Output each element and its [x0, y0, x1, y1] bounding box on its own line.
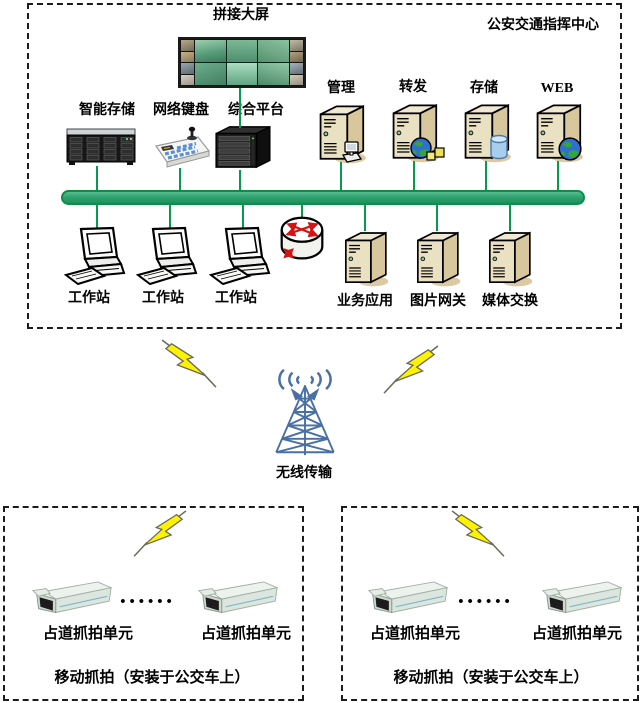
package-icon: [425, 146, 447, 162]
mobile-capture-caption: 移动抓拍（安装于公交车上）: [54, 670, 250, 686]
connector-line: [413, 161, 415, 191]
connector-line: [340, 162, 342, 191]
server-web-label: WEB: [540, 81, 574, 96]
router-icon: [278, 214, 326, 264]
server-management: [314, 101, 368, 165]
capture-unit-label: 占道抓拍单元: [42, 626, 134, 642]
capture-unit-label: 占道抓拍单元: [531, 626, 623, 642]
server-business-app: [340, 228, 390, 288]
lightning-icon: [131, 510, 189, 560]
connector-line: [179, 168, 181, 191]
database-icon: [489, 134, 509, 160]
connector-line: [239, 170, 241, 191]
storage-device-label: 智能存储: [79, 103, 135, 118]
workstation-3: [209, 226, 283, 292]
connector-line: [485, 161, 487, 191]
server-web: [531, 100, 585, 164]
server-storage: [459, 100, 513, 164]
connector-line: [96, 204, 98, 232]
workstation-3-label: 工作站: [215, 291, 257, 306]
capture-camera: [536, 581, 626, 623]
connector-line: [169, 204, 171, 232]
workstation-1-label: 工作站: [68, 291, 110, 306]
workstation-1: [64, 226, 138, 292]
connector-line: [242, 204, 244, 232]
workstation-2-label: 工作站: [142, 291, 184, 306]
network-keyboard-device: [150, 126, 212, 170]
network-bus: [61, 190, 585, 205]
server-picture-gateway-label: 图片网关: [410, 294, 466, 309]
connector-line: [239, 88, 241, 128]
video-wall: [178, 37, 306, 88]
lightning-icon: [449, 510, 507, 560]
lightning-icon: [158, 339, 220, 391]
capture-camera: [26, 581, 116, 623]
lightning-icon: [380, 345, 442, 397]
wireless-label: 无线传输: [276, 466, 332, 481]
pc-icon: [340, 139, 366, 165]
connector-line: [557, 161, 559, 191]
workstation-2: [136, 226, 210, 292]
mobile-capture-box-1: [3, 506, 304, 701]
platform-label: 综合平台: [228, 103, 284, 118]
server-forward: [387, 100, 441, 164]
video-wall-thumbnails-right: [290, 40, 303, 85]
command-center-title: 公安交通指挥中心: [487, 18, 599, 33]
capture-unit-label: 占道抓拍单元: [200, 626, 292, 642]
video-wall-screens: [195, 40, 289, 85]
server-media-exchange: [484, 228, 534, 288]
mobile-capture-caption: 移动抓拍（安装于公交车上）: [393, 670, 589, 686]
capture-camera: [362, 581, 452, 623]
connector-line: [364, 204, 366, 231]
server-storage-label: 存储: [470, 81, 498, 96]
platform-device: [212, 124, 272, 170]
storage-array-device: [66, 128, 136, 166]
server-forward-label: 转发: [399, 80, 427, 95]
server-media-exchange-label: 媒体交换: [482, 294, 538, 309]
network-keyboard-label: 网络键盘: [153, 103, 209, 118]
connector-line: [509, 204, 511, 231]
connector-line: [301, 204, 303, 218]
connector-line: [436, 204, 438, 231]
video-wall-thumbnails-left: [181, 40, 194, 85]
ellipsis-dots: ••••••: [458, 594, 514, 610]
server-business-app-label: 业务应用: [337, 294, 393, 309]
capture-camera: [192, 581, 282, 623]
server-picture-gateway: [412, 228, 462, 288]
connector-line: [96, 166, 98, 191]
video-wall-label: 拼接大屏: [213, 8, 269, 23]
mobile-capture-box-2: [341, 506, 639, 701]
ellipsis-dots: ••••••: [120, 594, 176, 610]
radio-tower-icon: [255, 366, 355, 458]
command-center-box: [27, 3, 622, 329]
globe-icon: [557, 136, 583, 162]
server-management-label: 管理: [327, 81, 355, 96]
capture-unit-label: 占道抓拍单元: [369, 626, 461, 642]
